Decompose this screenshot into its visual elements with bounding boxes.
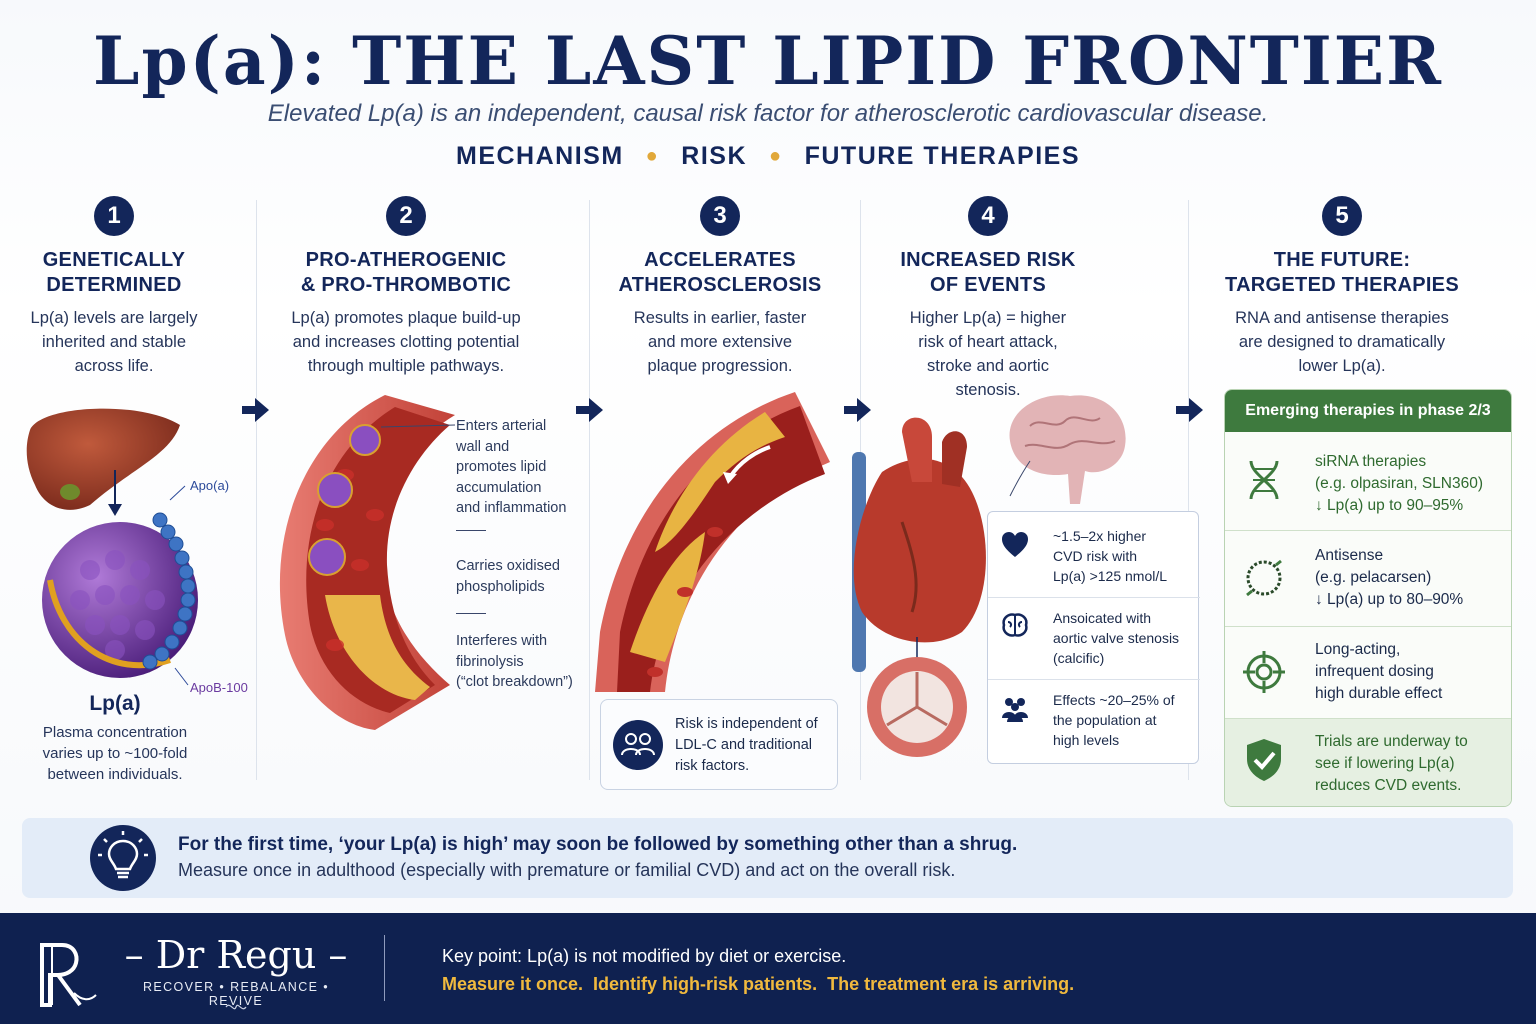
column-3: 3 ACCELERATES ATHEROSCLEROSIS Results in…	[600, 196, 840, 378]
event-row: Effects ~20–25% of the population at hig…	[988, 680, 1200, 764]
separator-dot-icon: ●	[769, 145, 783, 167]
therapy-text: Antisense (e.g. pelacarsen) ↓ Lp(a) up t…	[1315, 547, 1464, 608]
column-title: ACCELERATES ATHEROSCLEROSIS	[618, 249, 822, 296]
step-number: 1	[94, 196, 134, 236]
callout-divider	[456, 613, 486, 614]
event-text: ~1.5–2x higher CVD risk with Lp(a) >125 …	[1053, 528, 1168, 584]
people-icon	[613, 720, 663, 770]
pillar-future-therapies: FUTURE THERAPIES	[804, 142, 1080, 170]
artery-callout-1: Enters arterial wall and promotes lipid …	[456, 418, 567, 516]
artery-particles-illustration	[279, 395, 456, 730]
column-text: Lp(a) levels are largely inherited and s…	[30, 309, 198, 375]
step-number: 5	[1322, 196, 1362, 236]
column-2: 2 PRO-ATHEROGENIC & PRO-THROMBOTIC Lp(a)…	[266, 196, 546, 378]
event-row: Ansoicated with aortic valve stenosis (c…	[988, 598, 1200, 680]
step-number: 4	[968, 196, 1008, 236]
column-text: Results in earlier, faster and more exte…	[633, 309, 807, 375]
therapy-row: Long-acting, infrequent dosing high dura…	[1225, 627, 1511, 719]
pillars: MECHANISM ● RISK ● FUTURE THERAPIES	[0, 142, 1536, 171]
lightbulb-icon	[90, 825, 156, 891]
therapy-row: Antisense (e.g. pelacarsen) ↓ Lp(a) up t…	[1225, 531, 1511, 627]
pillar-mechanism: MECHANISM	[456, 142, 624, 170]
column-4: 4 INCREASED RISK OF EVENTS Higher Lp(a) …	[872, 196, 1104, 402]
arrow-right-icon	[576, 398, 603, 422]
dr-regu-monogram-logo	[40, 943, 97, 1007]
column-text: Lp(a) promotes plaque build-up and incre…	[291, 309, 521, 375]
event-text: Effects ~20–25% of the population at hig…	[1053, 692, 1175, 748]
banner-subline: Measure once in adulthood (especially wi…	[178, 860, 956, 880]
therapy-row: siRNA therapies (e.g. olpasiran, SLN360)…	[1225, 432, 1511, 531]
arrow-right-icon	[844, 398, 871, 422]
step-number: 3	[700, 196, 740, 236]
event-risk-panel: ~1.5–2x higher CVD risk with Lp(a) >125 …	[987, 511, 1200, 764]
step-number: 2	[386, 196, 426, 236]
dna-icon	[1249, 460, 1279, 500]
column-divider	[256, 200, 257, 780]
column-divider	[589, 200, 590, 780]
lpa-name: Lp(a)	[89, 692, 141, 715]
artery-callout-3: Interferes with fibrinolysis (“clot brea…	[456, 633, 573, 690]
column-divider	[1188, 200, 1189, 780]
event-row: ~1.5–2x higher CVD risk with Lp(a) >125 …	[988, 512, 1200, 598]
column-title: INCREASED RISK OF EVENTS	[900, 249, 1076, 296]
apob-label: ApoB-100	[190, 680, 248, 695]
column-5: 5 THE FUTURE: TARGETED THERAPIES RNA and…	[1200, 196, 1484, 378]
arrow-right-icon	[242, 398, 269, 422]
callout-divider	[456, 530, 486, 531]
people-icon	[1002, 698, 1028, 722]
shield-check-icon	[1247, 739, 1281, 781]
footer: – Dr Regu – RECOVER • REBALANCE • REVIVE…	[0, 913, 1536, 1024]
separator-dot-icon: ●	[645, 145, 660, 167]
plaque-artery-illustration	[595, 392, 830, 692]
therapies-header: Emerging therapies in phase 2/3	[1225, 390, 1511, 432]
brain-illustration	[1009, 395, 1126, 504]
brand-tagline: RECOVER • REBALANCE • REVIVE	[142, 980, 330, 1008]
target-icon	[1243, 651, 1285, 693]
brand-name: – Dr Regu –	[124, 933, 348, 977]
arrow-right-icon	[1176, 398, 1203, 422]
lpa-caption: Plasma concentration varies up to ~100-f…	[42, 724, 188, 783]
key-message-banner: For the first time, ‘your Lp(a) is high’…	[22, 818, 1513, 898]
ornament-icon	[225, 1004, 247, 1010]
column-text: RNA and antisense therapies are designed…	[1235, 309, 1449, 375]
emerging-therapies-panel: Emerging therapies in phase 2/3 siRNA th…	[1224, 389, 1512, 807]
therapy-text: siRNA therapies (e.g. olpasiran, SLN360)…	[1315, 453, 1484, 514]
therapy-row: Trials are underway to see if lowering L…	[1225, 719, 1511, 806]
column-title: PRO-ATHEROGENIC & PRO-THROMBOTIC	[300, 249, 512, 296]
therapy-text: Trials are underway to see if lowering L…	[1315, 733, 1468, 794]
footer-divider	[384, 935, 385, 1001]
footer-key-point: Key point: Lp(a) is not modified by diet…	[442, 946, 847, 966]
footer-call-to-action: Measure it once. Identify high-risk pati…	[442, 974, 1075, 994]
column-1: 1 GENETICALLY DETERMINED Lp(a) levels ar…	[14, 196, 214, 378]
column-text: Higher Lp(a) = higher risk of heart atta…	[909, 309, 1067, 399]
heart-icon	[1002, 532, 1028, 557]
heart-valve-illustration	[852, 417, 986, 757]
liver-lpa-illustration	[26, 408, 198, 686]
brain-icon	[1002, 613, 1028, 637]
column-title: THE FUTURE: TARGETED THERAPIES	[1225, 249, 1459, 296]
event-text: Ansoicated with aortic valve stenosis (c…	[1053, 610, 1180, 666]
pillar-risk: RISK	[681, 142, 747, 170]
therapy-text: Long-acting, infrequent dosing high dura…	[1315, 641, 1443, 702]
risk-independent-text: Risk is independent of LDL-C and traditi…	[675, 716, 818, 774]
apoa-label: Apo(a)	[190, 478, 230, 493]
banner-headline: For the first time, ‘your Lp(a) is high’…	[178, 834, 1018, 855]
page-subtitle: Elevated Lp(a) is an independent, causal…	[267, 100, 1269, 127]
column-title: GENETICALLY DETERMINED	[42, 249, 186, 296]
risk-independent-box: Risk is independent of LDL-C and traditi…	[600, 699, 838, 790]
artery-callout-2: Carries oxidised phospholipids	[456, 558, 560, 595]
antisense-icon	[1246, 559, 1282, 597]
page-title: Lp(a): THE LAST LIPID FRONTIER	[93, 22, 1443, 100]
